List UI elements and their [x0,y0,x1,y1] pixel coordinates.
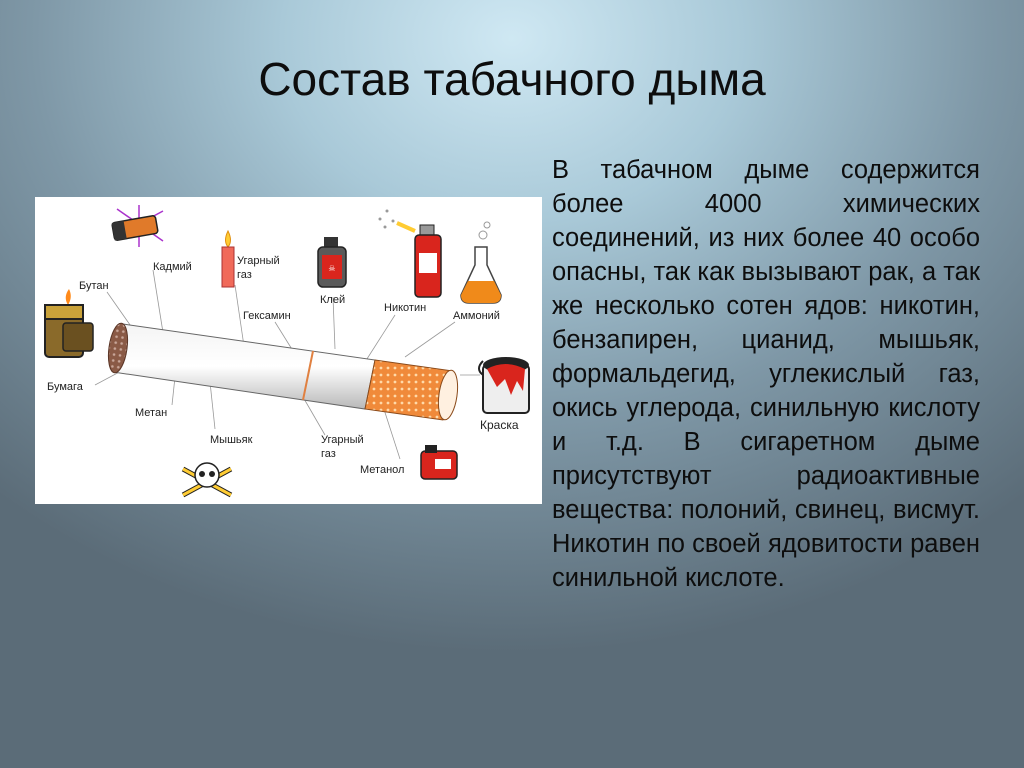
svg-text:☠: ☠ [328,264,335,273]
paint-can-icon [478,357,530,414]
label-paint: Краска [480,418,519,432]
slide-body-text: В табачном дыме содержится более 4000 хи… [552,156,980,592]
label-methane: Метан [135,407,167,419]
slide-title: Состав табачного дыма [258,53,766,105]
label-ammonia: Аммоний [453,310,500,322]
label-glue: Клей [320,294,345,306]
cigarette-composition-illustration: ☠ [35,197,542,504]
label-co-bottom-line1: Угарный [321,434,364,446]
label-hexamine: Гексамин [243,310,291,322]
label-paper: Бумага [47,381,84,393]
glue-bottle-icon: ☠ [317,237,347,288]
flask-icon [460,221,502,304]
label-nicotine: Никотин [384,302,426,314]
lighter-icon [44,289,94,358]
battery-icon [111,205,164,247]
label-co-top-line2: газ [237,269,252,281]
label-cadmium: Кадмий [153,261,192,273]
label-co-top-line1: Угарный [237,255,280,267]
spray-can-icon [378,209,442,298]
label-co-bottom-line2: газ [321,448,336,460]
label-arsenic: Мышьяк [210,434,253,446]
cigarette-icon [107,322,459,421]
label-butane: Бутан [79,280,109,292]
label-methanol: Метанол [360,464,404,476]
candle-icon [221,229,235,288]
skull-crossbones-icon [181,462,233,498]
fuel-canister-icon [420,445,458,480]
